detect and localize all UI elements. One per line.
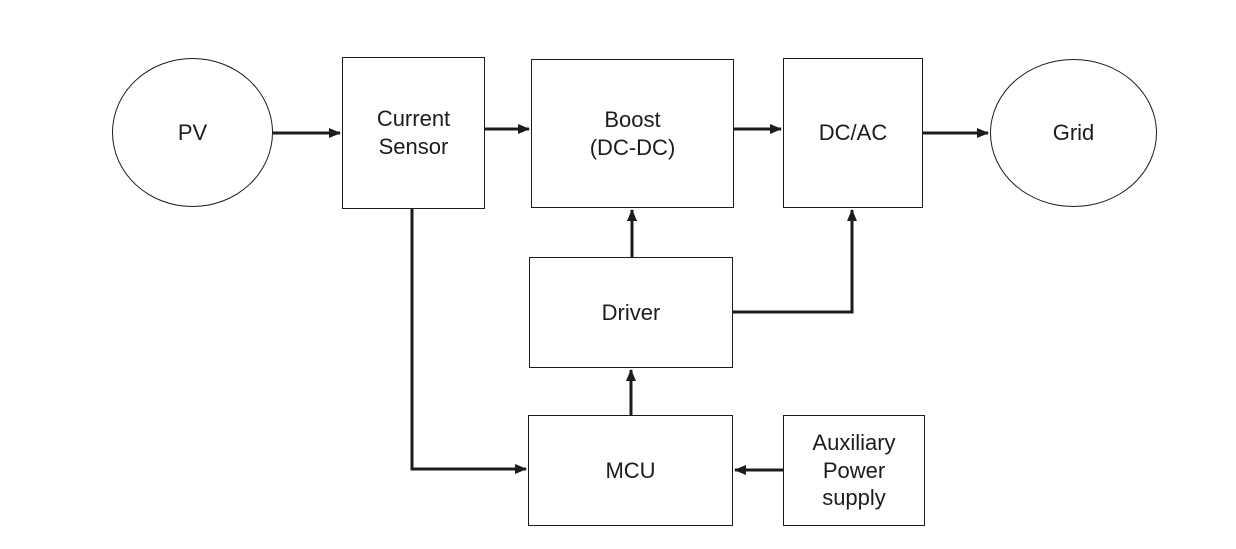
edge-current-sensor-to-mcu-arrow bbox=[410, 209, 527, 474]
edge-driver-to-dcac-arrow bbox=[732, 209, 857, 314]
node-aux-power: Auxiliary Power supply bbox=[783, 415, 925, 526]
node-grid: Grid bbox=[990, 59, 1157, 207]
node-pv: PV bbox=[112, 58, 273, 207]
node-aux-power-label: Auxiliary Power supply bbox=[812, 429, 896, 511]
node-boost: Boost (DC-DC) bbox=[531, 59, 734, 208]
node-mcu: MCU bbox=[528, 415, 733, 526]
node-dc-ac: DC/AC bbox=[783, 58, 923, 208]
node-boost-label: Boost (DC-DC) bbox=[589, 106, 676, 160]
node-current-sensor-label: Current Sensor bbox=[376, 106, 451, 159]
node-driver: Driver bbox=[529, 257, 733, 368]
node-dc-ac-label: DC/AC bbox=[818, 120, 888, 146]
node-mcu-label: MCU bbox=[605, 457, 656, 483]
node-driver-label: Driver bbox=[601, 299, 661, 325]
node-pv-label: PV bbox=[177, 119, 208, 145]
node-grid-label: Grid bbox=[1052, 120, 1095, 146]
node-current-sensor: Current Sensor bbox=[342, 57, 485, 209]
